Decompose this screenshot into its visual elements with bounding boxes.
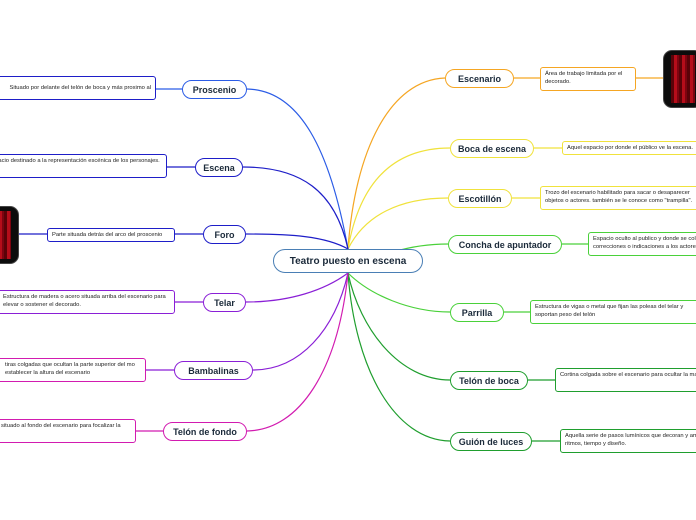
link-telar bbox=[245, 272, 349, 303]
topic-escenario[interactable]: Escenario bbox=[445, 69, 514, 88]
note-escotillon: Trozo del escenario habilitado para saca… bbox=[540, 186, 696, 210]
link-bambalinas bbox=[252, 272, 349, 371]
curtain-image bbox=[670, 55, 696, 103]
link-guion-de-luces bbox=[347, 272, 451, 442]
note-escenario-text: Área de trabajo limitada por el decorado… bbox=[545, 71, 623, 86]
topic-foro[interactable]: Foro bbox=[203, 225, 246, 244]
note-escotillon-text: Trozo del escenario habilitado para saca… bbox=[545, 190, 693, 205]
note-telon-de-boca-text: Cortina colgada sobre el escenario para … bbox=[560, 372, 696, 378]
note-telar-text: Estructura de madera o acero situada arr… bbox=[3, 294, 166, 309]
topic-guion-de-luces[interactable]: Guión de luces bbox=[450, 432, 532, 451]
topic-boca-de-escena[interactable]: Boca de escena bbox=[450, 139, 534, 158]
note-parrilla-text: Estructura de vigas o metal que fijan la… bbox=[535, 304, 684, 319]
topic-escotillon[interactable]: Escotillón bbox=[448, 189, 512, 208]
note-concha-de-apuntador: Espacio oculto al publico y donde se col… bbox=[588, 232, 696, 256]
note-guion-de-luces: Aquella serie de pasos lumínicos que dec… bbox=[560, 429, 696, 453]
note-boca-de-escena-text: Aquel espacio por donde el público ve la… bbox=[567, 145, 694, 151]
link-telon-de-boca bbox=[347, 272, 451, 381]
note-concha-text: Espacio oculto al publico y donde se col… bbox=[593, 236, 696, 251]
topic-telar[interactable]: Telar bbox=[203, 293, 246, 312]
topic-parrilla[interactable]: Parrilla bbox=[450, 303, 504, 322]
link-proscenio bbox=[246, 88, 349, 250]
stage-curtain-photo bbox=[663, 50, 696, 108]
note-telon-de-boca: Cortina colgada sobre el escenario para … bbox=[555, 368, 696, 392]
note-boca-de-escena: Aquel espacio por donde el público ve la… bbox=[562, 141, 696, 155]
topic-concha-de-apuntador[interactable]: Concha de apuntador bbox=[448, 235, 562, 254]
note-proscenio: Situado por delante del telón de boca y … bbox=[0, 76, 156, 100]
link-boca-de-escena bbox=[347, 147, 451, 250]
link-foro bbox=[245, 233, 349, 250]
topic-proscenio[interactable]: Proscenio bbox=[182, 80, 247, 99]
note-bambalinas-text: tiras colgadas que ocultan la parte supe… bbox=[5, 362, 135, 377]
note-escenario: Área de trabajo limitada por el decorado… bbox=[540, 67, 636, 91]
link-parrilla bbox=[347, 272, 451, 313]
note-foro-text: Parte situada detrás del arco del prosce… bbox=[52, 232, 163, 238]
stage-photo-foro bbox=[0, 206, 19, 264]
curtain-image-foro bbox=[0, 211, 12, 259]
link-escenario bbox=[347, 77, 446, 250]
link-escotillon bbox=[347, 197, 449, 250]
note-escena: espacio destinado a la representación es… bbox=[0, 154, 167, 178]
link-escena bbox=[242, 166, 349, 250]
note-telon-de-fondo-text: situado al fondo del escenario para foca… bbox=[1, 423, 121, 429]
topic-telon-de-boca[interactable]: Telón de boca bbox=[450, 371, 528, 390]
note-escena-text: espacio destinado a la representación es… bbox=[0, 158, 160, 164]
link-telon-de-fondo bbox=[246, 272, 349, 432]
note-parrilla: Estructura de vigas o metal que fijan la… bbox=[530, 300, 696, 324]
central-topic[interactable]: Teatro puesto en escena bbox=[273, 249, 423, 273]
note-telon-de-fondo: situado al fondo del escenario para foca… bbox=[0, 419, 136, 443]
note-guion-text: Aquella serie de pasos lumínicos que dec… bbox=[565, 433, 696, 448]
note-bambalinas: tiras colgadas que ocultan la parte supe… bbox=[0, 358, 146, 382]
note-proscenio-text: Situado por delante del telón de boca y … bbox=[9, 84, 151, 91]
note-telar: Estructura de madera o acero situada arr… bbox=[0, 290, 175, 314]
topic-bambalinas[interactable]: Bambalinas bbox=[174, 361, 253, 380]
topic-escena[interactable]: Escena bbox=[195, 158, 243, 177]
note-foro: Parte situada detrás del arco del prosce… bbox=[47, 228, 175, 242]
topic-telon-de-fondo[interactable]: Telón de fondo bbox=[163, 422, 247, 441]
